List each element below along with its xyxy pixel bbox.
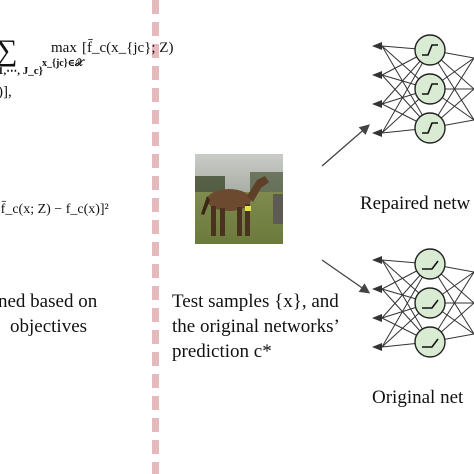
network-node [414,326,446,358]
formula-loss: [f̄_c(x; Z) − f_c(x)]² [0,202,109,217]
input-arrowhead [372,42,382,50]
input-arrowhead [372,71,382,79]
activation-icon [422,122,438,134]
middle-caption-line-2: the original networks’ [172,316,340,337]
activation-icon [422,83,438,95]
input-arrowhead [372,314,382,322]
input-arrowhead [372,129,382,137]
network-edge [381,49,431,134]
horse-test-image [195,154,283,244]
input-arrowhead [372,343,382,351]
network-node [414,287,446,319]
network-edge [381,259,431,343]
arrow-to-original [321,259,371,294]
input-arrowhead [372,100,382,108]
input-arrowhead [372,256,382,264]
input-arrowhead [372,285,382,293]
original-network-label: Original net [372,387,464,408]
formula-sum-symbol: ∑ [0,34,18,67]
network-edge [381,45,431,129]
middle-caption-line-1: Test samples {x}, and [172,291,339,312]
network-node [414,248,446,280]
left-caption-line-1: ned based on [0,291,98,312]
left-caption-line-2: objectives [10,316,88,337]
formula-expression: [f̄_c(x_{jc}; Z) [82,40,174,56]
formula-max-subscript: x_{jc}∈𝒳 [42,58,84,69]
activation-icon [422,338,439,348]
formula-sum-subscript: 1,⋯, J_c} [0,65,43,77]
activation-icon [422,260,439,270]
repaired-network-label: Repaired netw [360,193,471,214]
arrow-to-repaired [321,124,370,167]
network-edge [381,263,431,348]
formula-max: max [51,40,77,56]
activation-icon [422,299,439,309]
section-divider [152,0,159,474]
activation-icon [422,44,438,56]
repaired-network [372,34,474,144]
formula-close: )], [0,84,12,100]
middle-caption-line-3: prediction c* [172,341,272,362]
original-network [372,248,474,358]
